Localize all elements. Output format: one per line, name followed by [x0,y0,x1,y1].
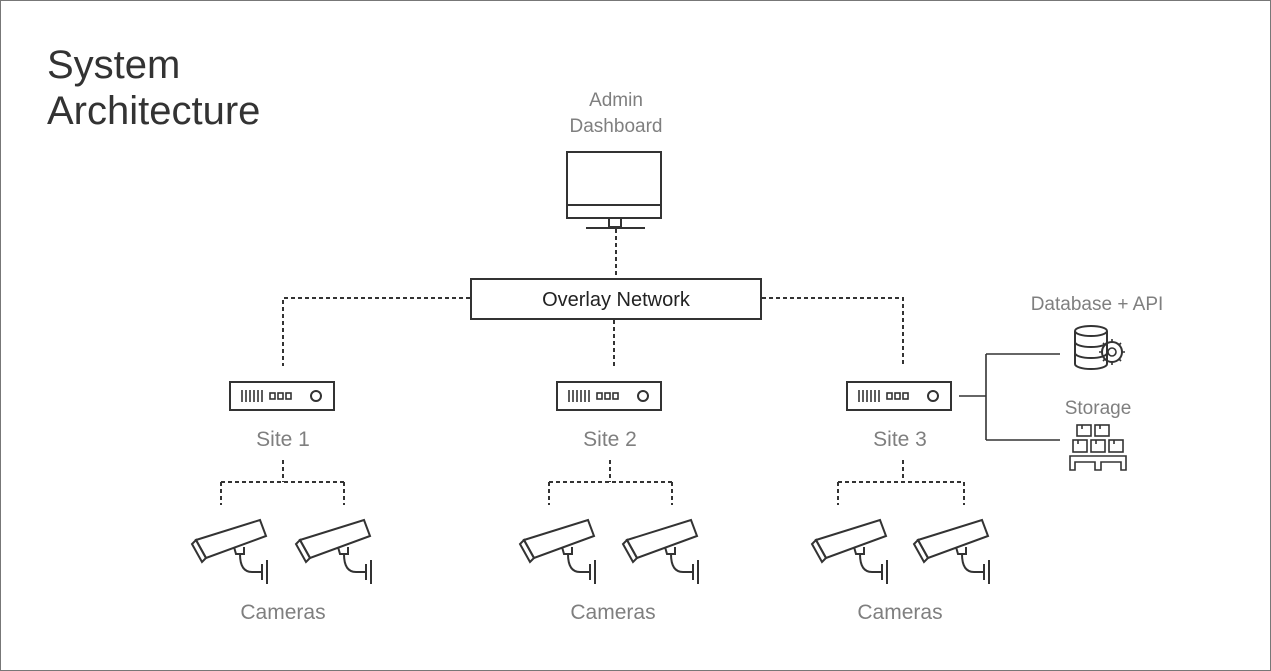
site1-camera-1-icon [191,519,268,585]
site2-camera-2-icon [622,519,699,585]
admin-label-line-2: Dashboard [570,116,663,137]
site3-label: Site 3 [873,428,927,451]
site3-services-link [959,353,1060,441]
site3-cameras-label: Cameras [857,601,942,624]
site1-camera-2-icon [295,519,372,585]
page-title: System Architecture [47,42,260,134]
site2-cameras-label: Cameras [570,601,655,624]
site1-label: Site 1 [256,428,310,451]
database-gear-icon [1074,325,1125,370]
site2-camera-1-icon [519,519,596,585]
overlay-network-box: Overlay Network [470,278,762,320]
site2-router-icon [556,381,662,411]
site1-camera-links [220,460,345,505]
site1-router-icon [229,381,335,411]
admin-label-line-1: Admin [589,90,643,111]
monitor-icon [566,151,662,229]
site3-camera-2-icon [913,519,990,585]
site3-router-icon [846,381,952,411]
network-site1-link [282,297,470,366]
network-site3-link [762,297,904,366]
site2-camera-links [548,460,673,505]
site1-cameras-label: Cameras [240,601,325,624]
database-label: Database + API [1031,294,1164,315]
overlay-network-label: Overlay Network [542,289,691,311]
site3-camera-1-icon [811,519,888,585]
title-line-2: Architecture [47,89,261,133]
title-line-1: System [47,43,181,87]
storage-label: Storage [1065,398,1132,419]
boxes-pallet-icon [1069,424,1127,471]
site2-label: Site 2 [583,428,637,451]
site3-camera-links [837,460,965,505]
